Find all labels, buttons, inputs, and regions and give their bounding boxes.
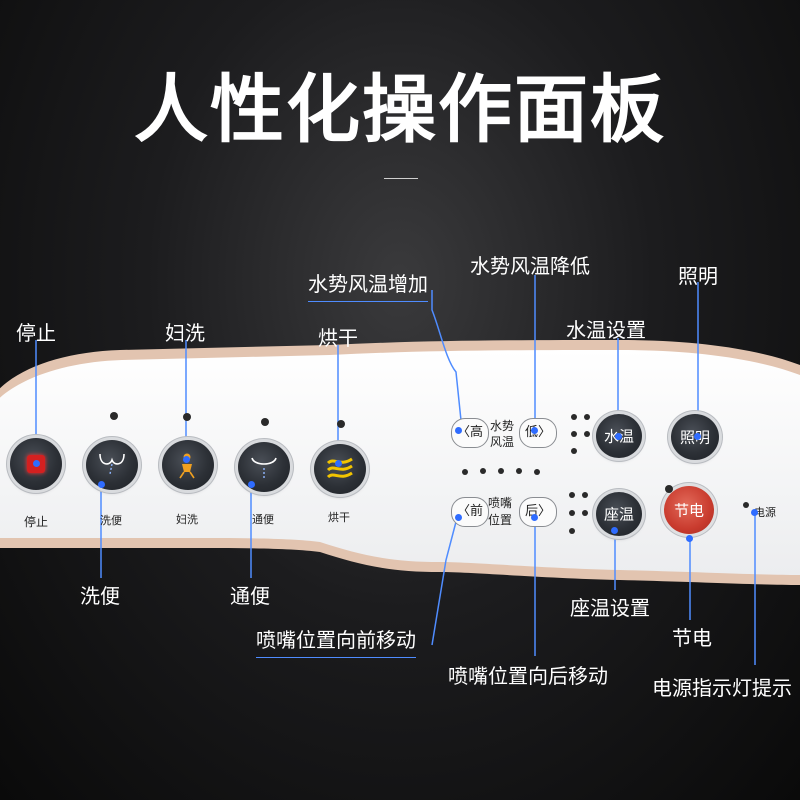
seat-temp-level-dot — [582, 510, 588, 516]
title-divider — [384, 178, 418, 179]
marker-dot — [686, 535, 693, 542]
callout-bowel-aid: 通便 — [230, 584, 270, 608]
seat-temp-button[interactable]: 座温 — [596, 492, 642, 536]
water-temp-level-dot — [571, 431, 577, 437]
callout-feminine-wash: 妇洗 — [165, 321, 205, 345]
rear-wash-icon — [99, 453, 125, 475]
marker-dot — [531, 427, 538, 434]
marker-dot — [615, 433, 622, 440]
nozzle-label-line1: 喷嘴 — [488, 496, 513, 510]
marker-dot — [33, 460, 40, 467]
bowel-aid-button[interactable] — [238, 442, 290, 492]
marker-dot — [183, 456, 190, 463]
water-temp-level-dot — [571, 448, 577, 454]
marker-dot — [455, 427, 462, 434]
water-temp-level-dot — [584, 414, 590, 420]
callout-nozzle-backward: 喷嘴位置向后移动 — [448, 664, 608, 688]
seat-temp-level-dot — [569, 528, 575, 534]
energy-saving-button-label: 节电 — [673, 501, 704, 520]
callout-stop: 停止 — [16, 321, 56, 345]
flow-label-line2: 风温 — [490, 435, 515, 449]
power-indicator-dot — [743, 502, 749, 508]
dry-button[interactable] — [314, 444, 366, 494]
feminine-wash-icon — [179, 453, 195, 479]
marker-dot — [751, 509, 758, 516]
flow-low-button[interactable]: 低〉 — [519, 418, 557, 448]
marker-dot — [694, 433, 701, 440]
seat-temp-button-label: 座温 — [603, 505, 634, 524]
flow-label-line1: 水势 — [490, 419, 515, 433]
dry-wave-icon — [326, 457, 353, 479]
callout-power-indicator: 电源指示灯提示 — [652, 676, 792, 700]
energy-indicator-dot — [665, 485, 673, 493]
marker-dot — [455, 514, 462, 521]
level-dot — [498, 468, 504, 474]
bowel-aid-icon — [251, 457, 277, 478]
seat-temp-level-dot — [582, 492, 588, 498]
level-dot — [480, 468, 486, 474]
level-dot — [534, 469, 540, 475]
indicator-dot — [183, 413, 191, 421]
indicator-dot — [261, 418, 269, 426]
callout-nozzle-forward: 喷嘴位置向前移动 — [256, 624, 416, 658]
callout-flow-down: 水势风温降低 — [470, 254, 590, 278]
marker-dot — [98, 481, 105, 488]
level-dot — [462, 469, 468, 475]
marker-dot — [248, 481, 255, 488]
marker-dot — [335, 460, 342, 467]
callout-dry: 烘干 — [318, 326, 358, 350]
bowel-aid-label: 通便 — [252, 513, 274, 526]
water-temp-level-dot — [571, 414, 577, 420]
stop-label: 停止 — [24, 515, 49, 529]
dry-label: 烘干 — [328, 511, 350, 524]
callout-water-temp-setting: 水温设置 — [566, 318, 646, 342]
rear-wash-label: 洗便 — [100, 514, 122, 527]
callout-rear-wash: 洗便 — [80, 584, 120, 608]
stop-button[interactable] — [10, 438, 62, 490]
feminine-wash-label: 妇洗 — [176, 513, 198, 526]
water-temp-level-dot — [584, 431, 590, 437]
power-label: 电源 — [754, 506, 776, 519]
callout-energy-saving: 节电 — [672, 626, 712, 650]
callout-flow-up: 水势风温增加 — [308, 268, 428, 302]
nozzle-rear-button[interactable]: 后〉 — [519, 497, 557, 527]
energy-saving-button[interactable]: 节电 — [664, 486, 714, 534]
seat-temp-level-dot — [569, 492, 575, 498]
marker-dot — [531, 514, 538, 521]
marker-dot — [611, 527, 618, 534]
seat-temp-level-dot — [569, 510, 575, 516]
nozzle-front-button[interactable]: 〈前 — [451, 497, 489, 527]
feminine-wash-button[interactable] — [162, 440, 214, 490]
callout-seat-temp-setting: 座温设置 — [570, 596, 650, 620]
indicator-dot — [110, 412, 118, 420]
page-title: 人性化操作面板 — [134, 67, 666, 153]
rear-wash-button[interactable] — [86, 440, 138, 490]
callout-light: 照明 — [678, 264, 718, 288]
indicator-dot — [337, 420, 345, 428]
level-dot — [516, 468, 522, 474]
nozzle-label-line2: 位置 — [488, 513, 513, 527]
